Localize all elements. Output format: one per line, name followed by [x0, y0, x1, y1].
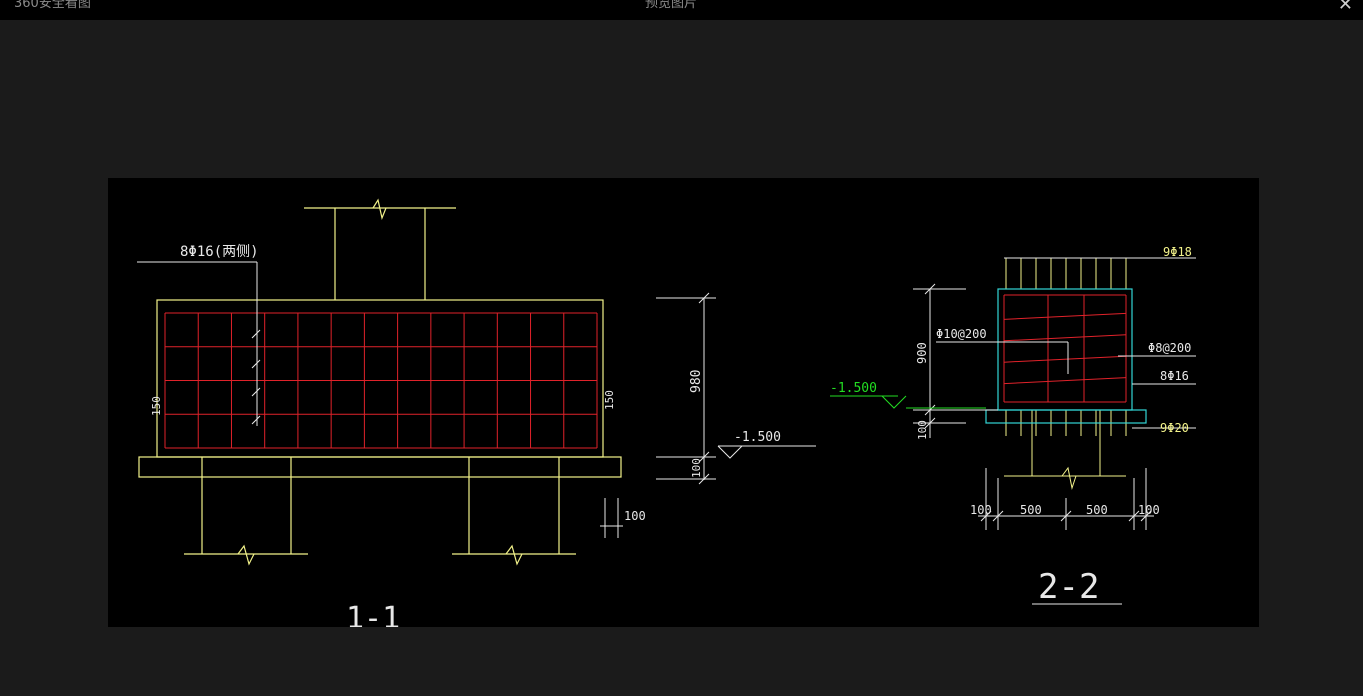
cage-tie [1003, 377, 1127, 385]
image-viewer[interactable]: 8Φ16(两侧) 150 150 980 100 -1.500 [0, 20, 1363, 696]
side-rebar-label: 8Φ16 [1160, 369, 1189, 383]
section-1-1 [138, 198, 622, 566]
elevation-marker-2 [830, 395, 986, 409]
pile-right-break-mark [505, 544, 523, 566]
column-break-mark [372, 198, 387, 221]
dim-horizontal-2 [978, 468, 1154, 530]
dim-w4: 100 [1138, 503, 1160, 517]
side-dim-left: 150 [150, 396, 163, 416]
top-bars [1005, 258, 1127, 289]
dim-w2: 500 [1020, 503, 1042, 517]
cad-drawing: 8Φ16(两侧) 150 150 980 100 -1.500 [108, 178, 1259, 627]
rebar-grid-1 [164, 312, 598, 449]
dim-vertical-1 [656, 292, 716, 485]
dim-100-bottom: 100 [690, 458, 703, 478]
cushion2-outline [985, 409, 1147, 424]
rebar-grid-2 [1003, 294, 1127, 403]
top-rebar-label: 9Φ18 [1163, 245, 1192, 259]
bottom-rebar-label: 9Φ20 [1160, 421, 1189, 435]
dim-900: 900 [915, 342, 929, 364]
cushion-layer [138, 456, 622, 478]
dim-vertical-2 [913, 283, 998, 438]
leader-rebar-1 [137, 261, 261, 426]
dim-pile [600, 498, 623, 538]
stirrup-right-label: Φ8@200 [1148, 341, 1191, 355]
elevation-label-1: -1.500 [734, 430, 781, 445]
dim-w3: 500 [1086, 503, 1108, 517]
window-title: 预览图片 [645, 0, 698, 11]
dim-w1: 100 [970, 503, 992, 517]
leaders-2 [936, 341, 1196, 429]
close-icon[interactable]: ✕ [1337, 0, 1353, 15]
side-dim-right: 150 [603, 390, 616, 410]
beam2-outline [997, 288, 1133, 411]
dim-100-2: 100 [916, 420, 929, 440]
pile2-break-mark [1061, 466, 1077, 490]
app-name: 360安全看图 [14, 0, 91, 11]
rebar-label-1: 8Φ16(两侧) [180, 244, 259, 260]
section-title-1: 1-1 [346, 601, 400, 627]
section-title-2: 2-2 [1038, 567, 1099, 607]
elevation-label-2: -1.500 [830, 381, 877, 396]
drawing-canvas: 8Φ16(两侧) 150 150 980 100 -1.500 [137, 198, 1196, 627]
dim-980: 980 [689, 370, 704, 393]
elevation-marker-1 [717, 445, 816, 459]
pile-left-break-mark [237, 544, 255, 566]
title-bar: 360安全看图 预览图片 ✕ [0, 0, 1363, 20]
stirrup-left-label: Φ10@200 [936, 327, 987, 341]
dim-pile-100: 100 [624, 509, 646, 523]
cage-tie [1003, 334, 1127, 342]
cage-tie [1003, 312, 1127, 320]
beam-outline [156, 299, 604, 458]
cage-tie [1003, 355, 1127, 363]
